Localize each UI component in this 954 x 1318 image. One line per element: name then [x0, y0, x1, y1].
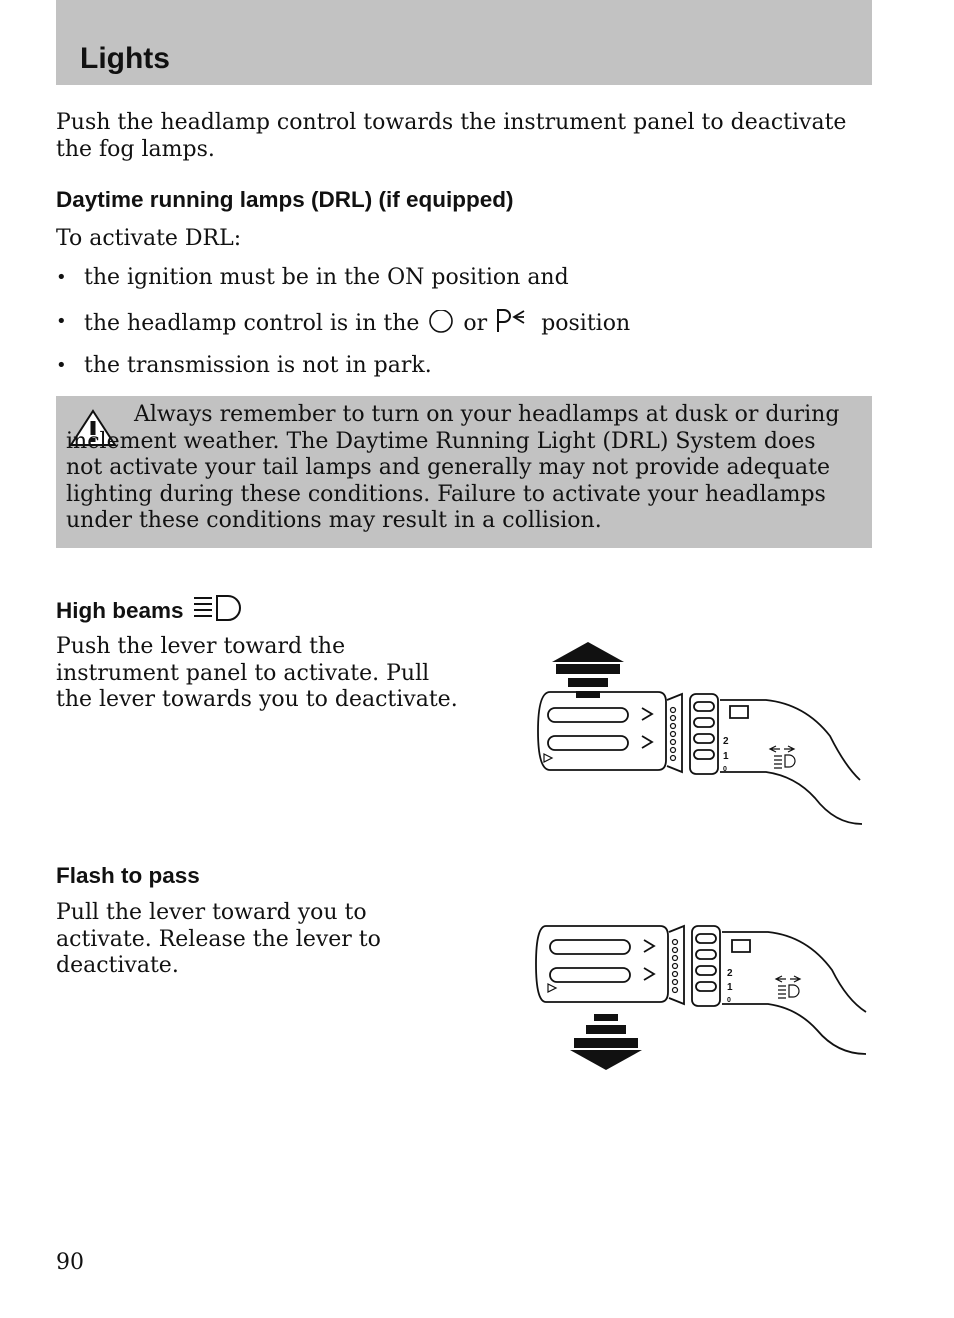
list-item: the headlamp control is in the or positi…: [56, 308, 856, 352]
speed-label-2: 2: [723, 736, 729, 747]
speed-label-2: 2: [727, 968, 733, 979]
page-title: Lights: [80, 42, 170, 75]
arrow-up-icon: [552, 642, 624, 698]
drl-lead: To activate DRL:: [56, 226, 242, 251]
warning-triangle-icon: [69, 409, 117, 446]
drl-conditions-list: the ignition must be in the ON position …: [56, 264, 856, 396]
list-item: the transmission is not in park.: [56, 352, 856, 396]
page-header: Lights: [56, 0, 872, 85]
speed-label-0: 0: [727, 997, 731, 1004]
warning-text: Always remember to turn on your headlamp…: [66, 402, 840, 533]
speed-label-1: 1: [723, 751, 729, 762]
parking-lamp-icon: [494, 308, 534, 342]
flash-to-pass-text: Pull the lever toward you to activate. R…: [56, 900, 381, 978]
arrow-down-icon: [570, 1014, 642, 1070]
lever-diagram-high-beams: 2 1 0: [537, 642, 863, 825]
flash-to-pass-heading: Flash to pass: [56, 863, 200, 888]
drl-heading: Daytime running lamps (DRL) (if equipped…: [56, 187, 514, 212]
intro-paragraph: Push the headlamp control towards the in…: [56, 110, 847, 162]
circle-icon: [426, 309, 456, 342]
speed-label-1: 1: [727, 982, 733, 993]
high-beams-text: Push the lever toward the instrument pan…: [56, 634, 458, 712]
list-item: the ignition must be in the ON position …: [56, 264, 856, 308]
high-beam-icon: [190, 594, 246, 629]
speed-label-0: 0: [723, 766, 727, 773]
lever-diagram-flash-to-pass: 2 1 0: [535, 924, 867, 1070]
high-beams-heading: High beams: [56, 594, 246, 629]
warning-box: Always remember to turn on your headlamp…: [56, 396, 872, 548]
page-number: 90: [56, 1250, 84, 1275]
